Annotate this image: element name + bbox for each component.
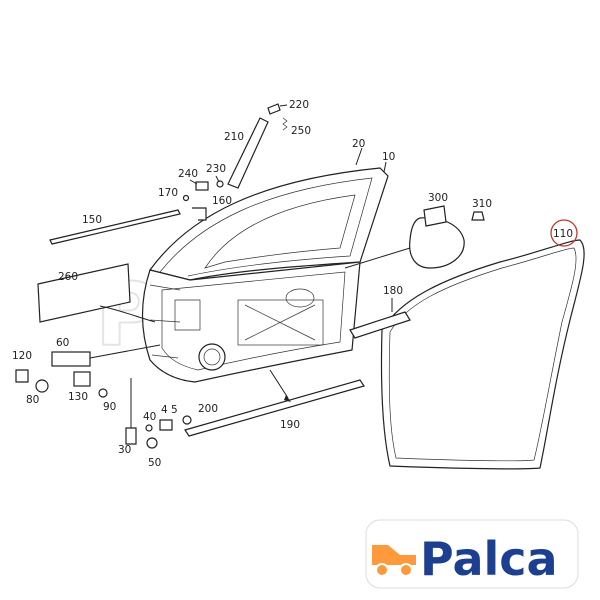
label-310: 310 <box>472 198 492 210</box>
label-40: 40 <box>143 411 156 423</box>
label-45: 4 5 <box>161 404 178 416</box>
part-40 <box>145 424 153 432</box>
label-120: 120 <box>12 350 32 362</box>
part-260 <box>37 263 131 323</box>
label-220: 220 <box>289 99 309 111</box>
part-160 <box>192 207 207 221</box>
part-230 <box>216 180 224 188</box>
label-60: 60 <box>56 337 69 349</box>
label-10: 10 <box>382 151 395 163</box>
part-150 <box>49 209 181 245</box>
label-260: 260 <box>58 271 78 283</box>
label-230: 230 <box>206 163 226 175</box>
part-60 <box>51 351 91 367</box>
part-30 <box>125 427 137 445</box>
part-90 <box>98 388 108 398</box>
part-250 <box>282 117 288 131</box>
part-310 <box>471 211 485 221</box>
part-200 <box>182 415 192 425</box>
part-190 <box>184 379 365 437</box>
label-30: 30 <box>118 444 131 456</box>
highlight-circle-110 <box>550 219 578 247</box>
part-220 <box>267 103 281 115</box>
label-180: 180 <box>383 285 403 297</box>
label-150: 150 <box>82 214 102 226</box>
label-170: 170 <box>158 187 178 199</box>
label-50: 50 <box>148 457 161 469</box>
part-180 <box>349 311 411 339</box>
truck-icon <box>372 545 416 577</box>
palca-logo-text: Palca <box>420 532 558 586</box>
label-90: 90 <box>103 401 116 413</box>
label-240: 240 <box>178 168 198 180</box>
part-80 <box>35 379 49 393</box>
label-130: 130 <box>68 391 88 403</box>
label-210: 210 <box>224 131 244 143</box>
part-110-weatherstrip <box>380 239 585 470</box>
part-130 <box>73 371 91 387</box>
part-45 <box>159 419 173 431</box>
label-300: 300 <box>428 192 448 204</box>
label-250: 250 <box>291 125 311 137</box>
label-110: 110 <box>553 228 573 240</box>
part-300-mirror <box>409 217 465 269</box>
part-210 <box>227 117 269 189</box>
label-190: 190 <box>280 419 300 431</box>
part-170 <box>182 194 190 202</box>
label-160: 160 <box>212 195 232 207</box>
label-20: 20 <box>352 138 365 150</box>
label-200: 200 <box>198 403 218 415</box>
label-80: 80 <box>26 394 39 406</box>
palca-logo: Palca <box>365 519 579 589</box>
part-50 <box>146 437 158 449</box>
part-240 <box>195 181 209 191</box>
part-120 <box>15 369 29 383</box>
door-assembly <box>141 167 389 383</box>
